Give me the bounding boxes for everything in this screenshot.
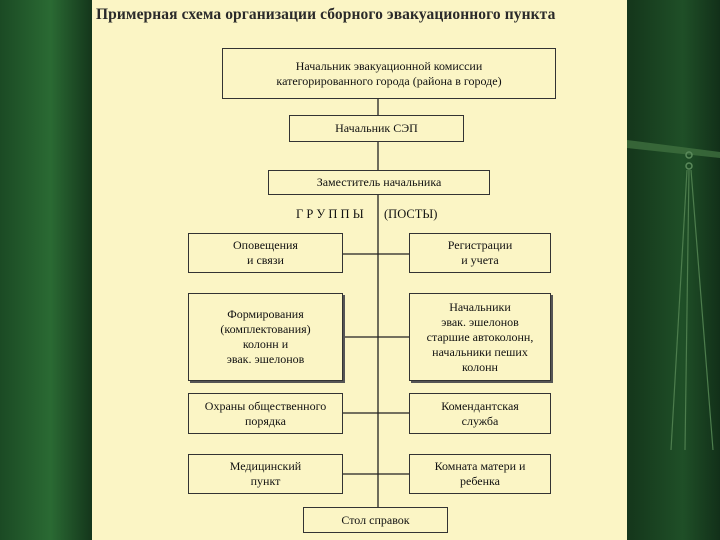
deputy-chief-text: Заместитель начальника (316, 175, 442, 189)
right-background-panel (627, 0, 720, 540)
info-desk-text: Стол справок (341, 512, 410, 527)
group-formation-text: Формирования (комплектования) колонн и э… (220, 307, 311, 366)
deputy-chief-box: Заместитель начальника (268, 170, 490, 195)
group-commandant-text: Комендантская служба (441, 398, 519, 428)
group-public-order-text: Охраны общественного порядка (204, 398, 327, 428)
group-echelon-chiefs-text: Начальники эвак. эшелонов старшие автоко… (426, 299, 534, 374)
group-mother-child-text: Комната матери и ребенка (434, 459, 526, 488)
group-registration-box: Регистрации и учета (409, 233, 551, 273)
posts-label: (ПОСТЫ) (384, 207, 438, 221)
sep-chief-box: Начальник СЭП (289, 115, 464, 142)
group-registration-text: Регистрации и учета (447, 238, 513, 267)
left-background-panel (0, 0, 92, 540)
evacuation-commission-head-box: Начальник эвакуационной комиссии категор… (222, 48, 556, 99)
scales-decoration-icon (627, 140, 720, 451)
groups-label: Г Р У П П Ы (296, 207, 364, 221)
group-medical-box: Медицинский пункт (188, 454, 343, 494)
group-commandant-box: Комендантская служба (409, 393, 551, 434)
page-title: Примерная схема организации сборного эва… (96, 6, 556, 23)
group-mother-child-box: Комната матери и ребенка (409, 454, 551, 494)
group-notification-box: Оповещения и связи (188, 233, 343, 273)
info-desk-box: Стол справок (303, 507, 448, 533)
group-formation-box: Формирования (комплектования) колонн и э… (188, 293, 343, 381)
group-public-order-box: Охраны общественного порядка (188, 393, 343, 434)
evacuation-commission-head-text: Начальник эвакуационной комиссии категор… (276, 58, 502, 88)
sep-chief-text: Начальник СЭП (335, 121, 418, 135)
group-notification-text: Оповещения и связи (233, 238, 298, 267)
group-medical-text: Медицинский пункт (229, 459, 302, 488)
group-echelon-chiefs-box: Начальники эвак. эшелонов старшие автоко… (409, 293, 551, 381)
